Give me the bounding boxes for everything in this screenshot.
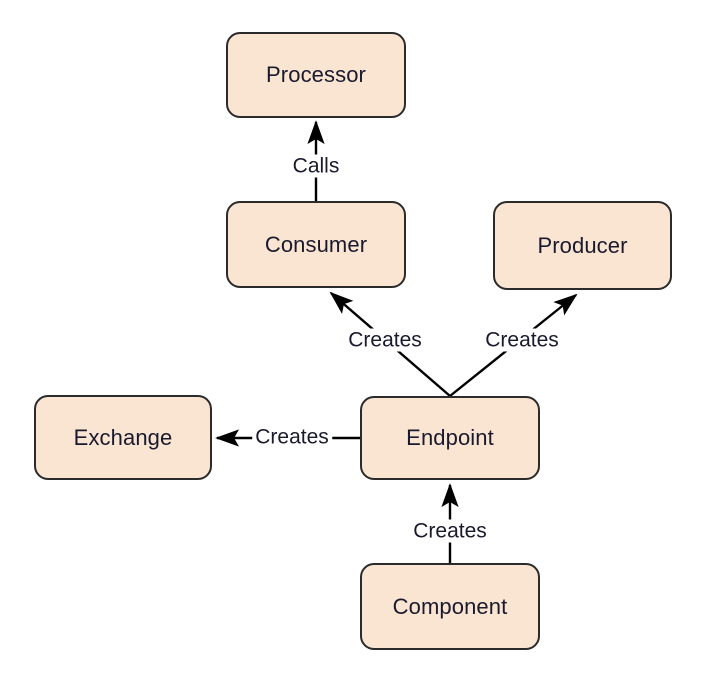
node-component-label: Component xyxy=(392,593,508,619)
node-producer-label: Producer xyxy=(537,232,628,258)
edge-label-endpoint-exchange: Creates xyxy=(252,425,332,449)
edge-label-endpoint-consumer: Creates xyxy=(345,328,425,352)
node-endpoint[interactable]: Endpoint xyxy=(360,396,540,480)
node-producer[interactable]: Producer xyxy=(493,201,672,290)
node-component[interactable]: Component xyxy=(360,563,540,650)
node-processor-label: Processor xyxy=(266,62,366,87)
node-exchange[interactable]: Exchange xyxy=(34,395,212,480)
node-processor[interactable]: Processor xyxy=(226,32,406,118)
edge-label-endpoint-producer: Creates xyxy=(482,328,562,352)
node-endpoint-label: Endpoint xyxy=(406,425,494,450)
node-consumer-label: Consumer xyxy=(264,231,368,257)
node-exchange-label: Exchange xyxy=(73,424,173,450)
edge-label-component-endpoint: Creates xyxy=(410,519,490,543)
node-consumer[interactable]: Consumer xyxy=(226,201,406,288)
edge-label-consumer-processor: Calls xyxy=(289,154,343,178)
